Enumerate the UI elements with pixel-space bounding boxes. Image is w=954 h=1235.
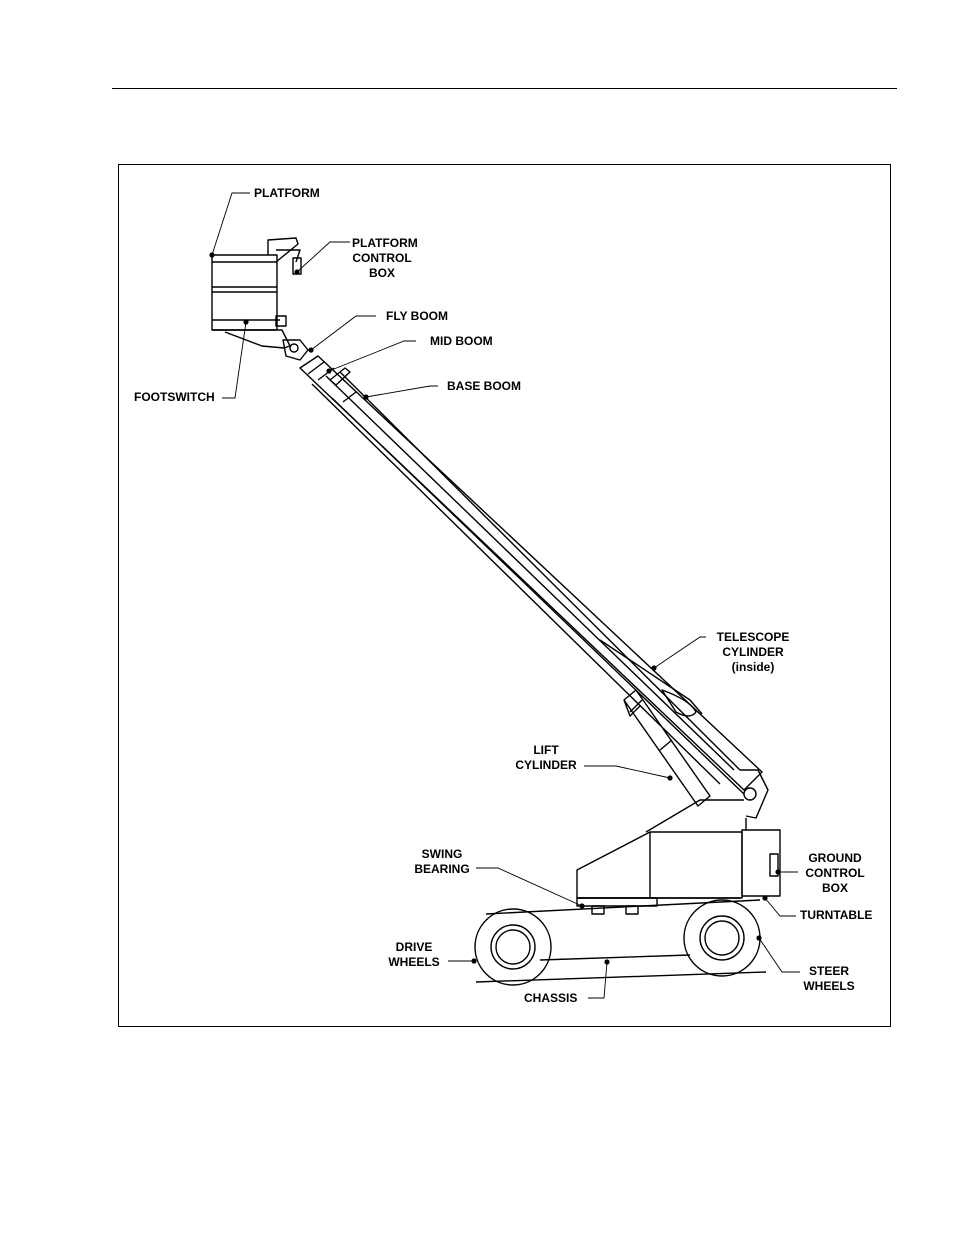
label-platform: PLATFORM: [254, 186, 320, 200]
callout-dots: [209, 252, 781, 965]
label-footswitch: FOOTSWITCH: [134, 390, 215, 404]
leader-lines: [211, 192, 800, 999]
label-steer-wheels: STEER WHEELS: [803, 964, 855, 993]
platform-rotator: [282, 339, 309, 361]
label-ground-control-box: GROUND CONTROL BOX: [805, 851, 865, 895]
steer-wheel: [683, 899, 761, 977]
label-drive-wheels: DRIVE WHEELS: [388, 940, 440, 969]
header-rule: [112, 88, 897, 89]
label-mid-boom: MID BOOM: [430, 334, 493, 348]
label-swing-bearing: SWING BEARING: [414, 847, 470, 876]
drive-wheel: [474, 908, 552, 986]
label-base-boom: BASE BOOM: [447, 379, 522, 393]
lift-cylinder: [623, 689, 711, 807]
label-platform-control-box: PLATFORM CONTROL BOX: [352, 236, 418, 280]
label-fly-boom: FLY BOOM: [386, 309, 449, 323]
label-telescope-cylinder: TELESCOPE CYLINDER (inside): [716, 630, 790, 674]
figure-frame: [118, 164, 891, 1027]
turntable-body: [576, 799, 781, 915]
chassis-frame: [475, 899, 767, 983]
label-turntable: TURNTABLE: [800, 908, 873, 922]
label-chassis: CHASSIS: [524, 991, 578, 1005]
platform-basket: [211, 237, 302, 349]
label-lift-cylinder: LIFT CYLINDER: [515, 743, 577, 772]
